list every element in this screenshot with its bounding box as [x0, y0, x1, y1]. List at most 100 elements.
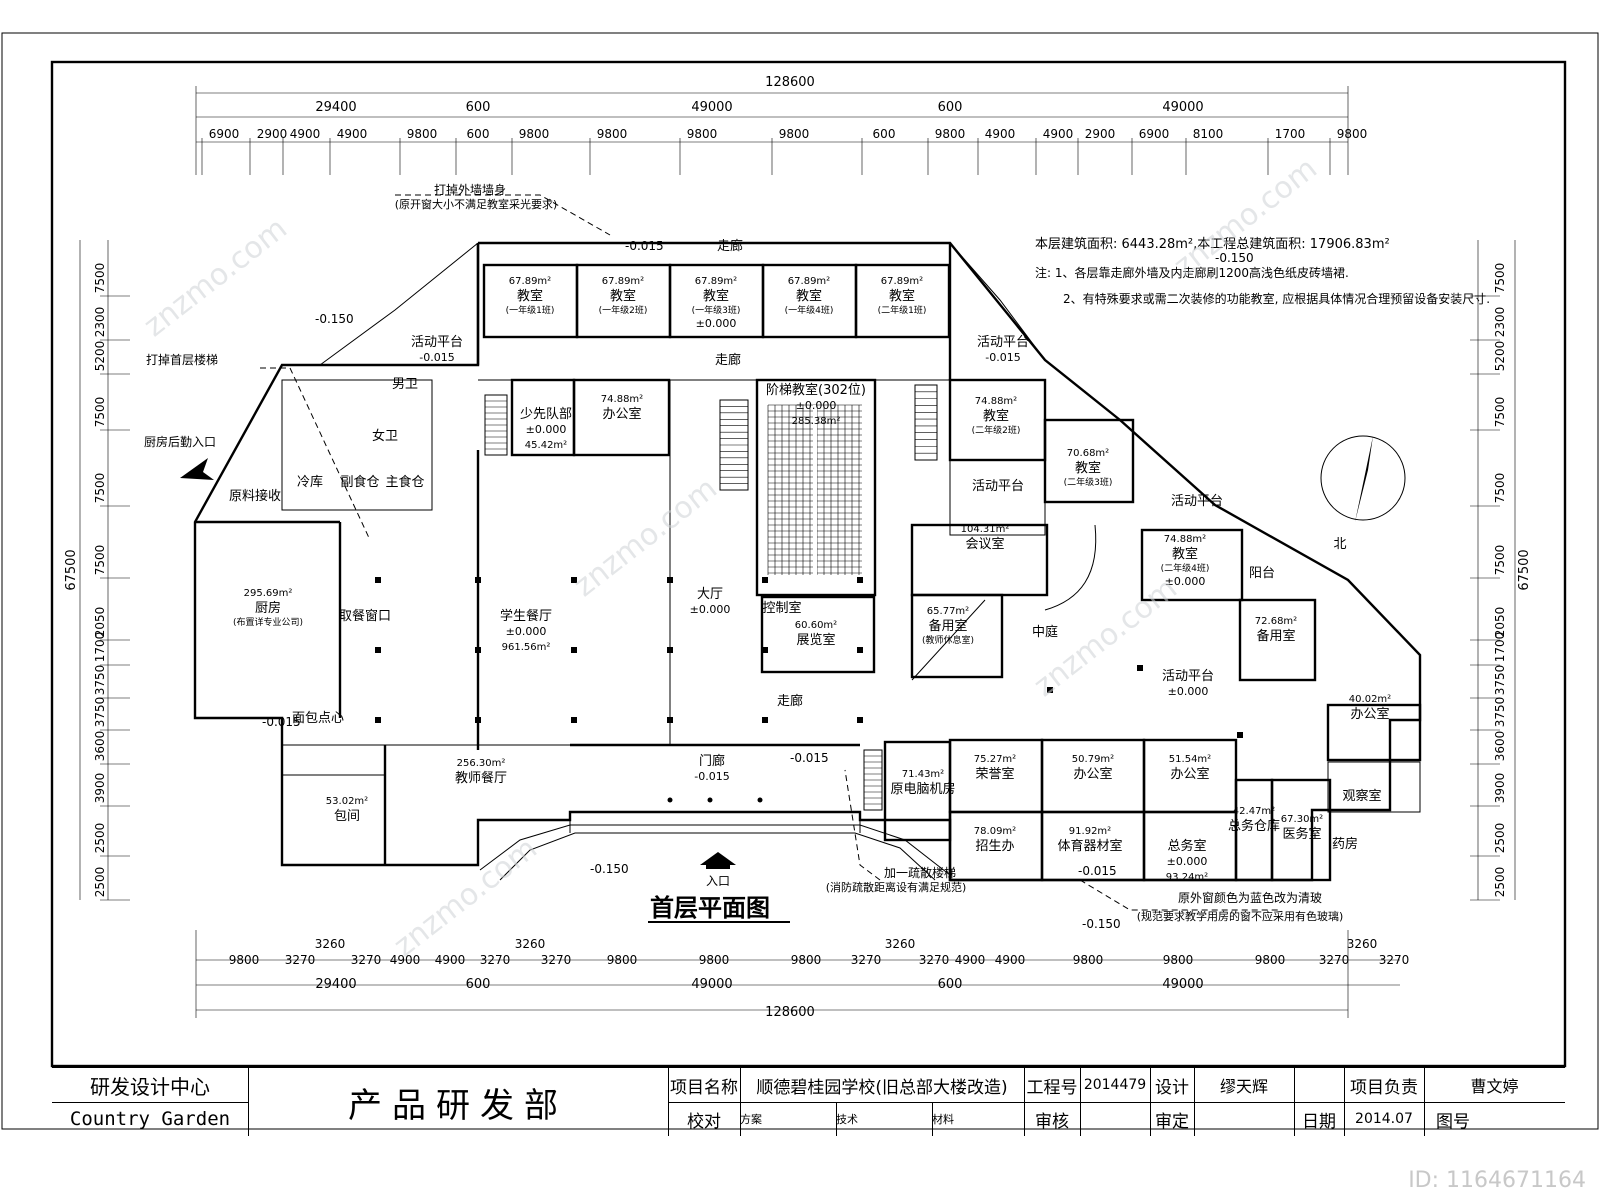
bottom-minor-dim: 3270	[541, 953, 572, 967]
room-label: 中庭	[1032, 624, 1058, 640]
room-name: 医务室	[1282, 826, 1321, 842]
top-minor-dim: 4900	[1043, 127, 1074, 141]
room-label: 女卫	[372, 428, 398, 444]
top-minor-dim: 6900	[209, 127, 240, 141]
top-minor-dim: 6900	[1139, 127, 1170, 141]
top-major-dim-3: 49000	[691, 100, 732, 115]
right-dim: 2500	[1493, 823, 1507, 854]
left-dim: 1700	[93, 632, 107, 663]
room-label: 取餐窗口	[339, 608, 391, 624]
room-label: 走廊	[777, 693, 803, 709]
right-dim: 3750	[1493, 665, 1507, 696]
room-name: 教室	[796, 288, 822, 304]
design-value: 缪天辉	[1194, 1068, 1295, 1103]
annot-remove-stair: 打掉首层楼梯	[146, 352, 218, 367]
bottom-major-dim-2: 600	[466, 977, 491, 992]
room-name: 会议室	[965, 536, 1004, 552]
left-dim: 7500	[93, 397, 107, 428]
left-dim: 3900	[93, 773, 107, 804]
left-dim: 2500	[93, 867, 107, 898]
room-label: 副食仓	[340, 474, 379, 490]
bottom-minor-dim: 3270	[351, 953, 382, 967]
room-name: 走廊	[715, 352, 741, 368]
room-name: 总务仓库	[1228, 818, 1280, 834]
level-5: -0.015	[1078, 864, 1117, 878]
room-sub: (一年级2班)	[599, 304, 648, 316]
project-label: 项目名称	[668, 1068, 741, 1103]
bottom-minor-dim: 9800	[1163, 953, 1194, 967]
material-label: 材料	[932, 1102, 1025, 1136]
room-name: 活动平台	[411, 335, 463, 350]
room-name: 教室	[1172, 546, 1198, 562]
room-label: 活动平台	[1171, 494, 1223, 509]
top-minor-dim: 9800	[779, 127, 810, 141]
sheet-label: 图号	[1436, 1111, 1470, 1132]
room-name: 厨房	[255, 600, 281, 616]
room-name: 学生餐厅	[500, 608, 552, 624]
room-label: 活动平台-0.015	[411, 335, 463, 364]
top-minor-dim: 9800	[597, 127, 628, 141]
project-value: 顺德碧桂园学校(旧总部大楼改造)	[740, 1068, 1025, 1103]
bottom-minor-dim: 9800	[229, 953, 260, 967]
room-name: 门廊	[699, 753, 725, 769]
room-sub: (一年级3班)	[692, 304, 741, 316]
room-area: 67.89m²	[602, 276, 644, 287]
room-name: 冷库	[297, 474, 323, 490]
top-minor-dim: 8100	[1193, 127, 1224, 141]
room-label: 活动平台-0.015	[977, 335, 1029, 364]
job-no-value: 2014479	[1080, 1068, 1151, 1103]
bottom-minor-dim: 4900	[995, 953, 1026, 967]
room-name: 主食仓	[385, 474, 424, 490]
room-level: ±0.000	[526, 423, 567, 436]
room-name: 少先队部	[520, 407, 572, 422]
bottom-minor-dim: 3260	[515, 937, 546, 951]
room-name: 阶梯教室(302位)	[766, 382, 866, 398]
top-minor-dim: 600	[873, 127, 896, 141]
room-name: 控制室	[762, 600, 801, 616]
room-name: 教室	[517, 288, 543, 304]
room-area: 93.24m²	[1166, 872, 1208, 883]
room-name: 副食仓	[340, 474, 379, 490]
room-level: -0.015	[694, 770, 729, 783]
room-label: 少先队部±0.000 45.42m²	[520, 407, 572, 451]
approve-blank	[1194, 1102, 1295, 1136]
right-dim: 3600	[1493, 731, 1507, 762]
pm-value: 曹文婷	[1424, 1068, 1565, 1103]
room-name: 教室	[703, 288, 729, 304]
room-area: 285.38m²	[792, 416, 841, 427]
right-dim: 7500	[1493, 473, 1507, 504]
room-name: 活动平台	[1162, 669, 1214, 684]
room-area: 65.77m²	[927, 606, 969, 617]
room-name: 原料接收	[229, 488, 281, 504]
room-label: 走廊	[715, 352, 741, 368]
room-label: 大厅±0.000	[690, 587, 731, 616]
left-total-dim: 67500	[64, 549, 79, 590]
annot-glass: 原外窗颜色为蓝色改为清玻	[1178, 890, 1322, 905]
annot-add-stair: 加一疏散楼梯	[884, 865, 956, 880]
room-level: ±0.000	[690, 603, 731, 616]
room-area: 75.27m²	[974, 754, 1016, 765]
right-dim: 3900	[1493, 773, 1507, 804]
entrance-label: 入口	[706, 874, 730, 888]
room-sub: (二年级1班)	[878, 304, 927, 316]
drawing-title: 首层平面图	[650, 894, 770, 922]
room-area: 45.42m²	[525, 440, 567, 451]
room-area: 78.09m²	[974, 826, 1016, 837]
room-area: 70.68m²	[1067, 448, 1109, 459]
entrance-steps	[479, 820, 951, 881]
room-sub: (一年级1班)	[506, 304, 555, 316]
room-name: 活动平台	[1171, 494, 1223, 509]
